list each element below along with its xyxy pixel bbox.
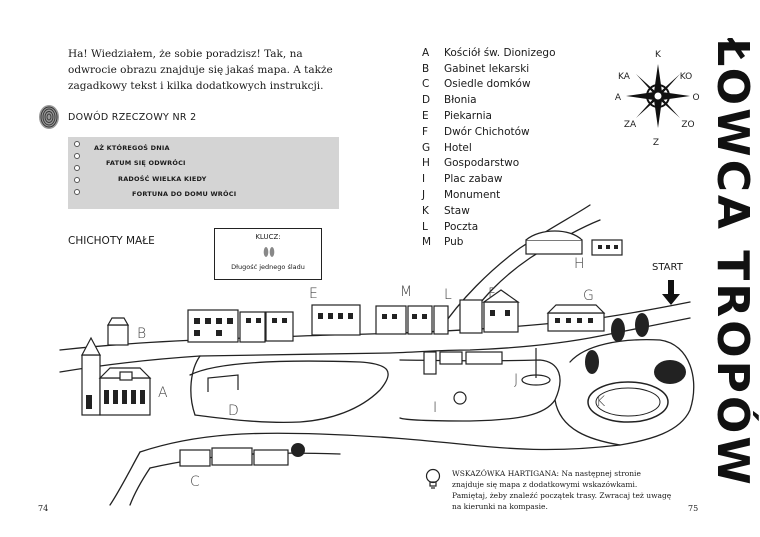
binder-holes — [74, 141, 80, 201]
clue-line-1: AŻ KTÓREGOŚ DNIA — [94, 144, 170, 152]
fingerprint-icon — [39, 105, 59, 129]
lightbulb-icon — [425, 468, 441, 489]
start-label: START — [652, 262, 683, 273]
compass-rose-icon: K KO O ZO Z ZA A KA — [615, 50, 700, 146]
compass-sw: ZA — [624, 120, 637, 130]
clue-line-4: FORTUNA DO DOMU WRÓCI — [132, 190, 237, 198]
compass-s: Z — [653, 138, 659, 146]
side-title-text: ŁOWCA TROPÓW — [712, 38, 758, 488]
clue-line-3: RADOŚĆ WIELKA KIEDY — [118, 175, 207, 183]
town-name: CHICHOTY MAŁE — [68, 235, 155, 247]
map-label-i: I — [433, 400, 438, 416]
map-key-box: KLUCZ: Długość jednego śladu — [214, 228, 322, 280]
map-label-h: H — [574, 256, 585, 272]
page-number-left: 74 — [38, 504, 49, 513]
map-label-a: A — [158, 385, 168, 401]
compass-se: ZO — [681, 120, 694, 130]
compass-w: A — [615, 93, 622, 103]
map-label-e: E — [309, 286, 318, 302]
compass-ne: KO — [680, 72, 693, 82]
clue-card: AŻ KTÓREGOŚ DNIA FATUM SIĘ ODWRÓCI RADOŚ… — [68, 137, 339, 209]
map-label-m: M — [400, 284, 413, 300]
key-title: KLUCZ: — [255, 233, 281, 241]
page-number-right: 75 — [688, 504, 699, 513]
key-description: Długość jednego śladu — [231, 263, 305, 271]
map-label-l: L — [444, 287, 452, 303]
intro-paragraph: Ha! Wiedziałem, że sobie poradzisz! Tak,… — [68, 48, 333, 92]
compass-e: O — [692, 93, 699, 103]
map-label-f: F — [488, 286, 497, 302]
compass-n: K — [655, 50, 662, 60]
map-label-b: B — [137, 326, 147, 342]
map-label-j: J — [514, 372, 519, 388]
map-label-d: D — [228, 403, 239, 419]
map-label-k: K — [596, 394, 606, 410]
evidence-title: DOWÓD RZECZOWY NR 2 — [68, 111, 197, 123]
hint-text: WSKAZÓWKA HARTIGANA: Na następnej stroni… — [452, 469, 672, 511]
footprint-icon — [263, 247, 275, 257]
compass-nw: KA — [618, 72, 631, 82]
map-label-c: C — [190, 474, 200, 490]
evidence-heading: DOWÓD RZECZOWY NR 2 — [38, 104, 196, 130]
side-title: ŁOWCA TROPÓW — [712, 38, 760, 498]
clue-line-2: FATUM SIĘ ODWRÓCI — [106, 159, 186, 167]
map-label-g: G — [583, 288, 594, 304]
